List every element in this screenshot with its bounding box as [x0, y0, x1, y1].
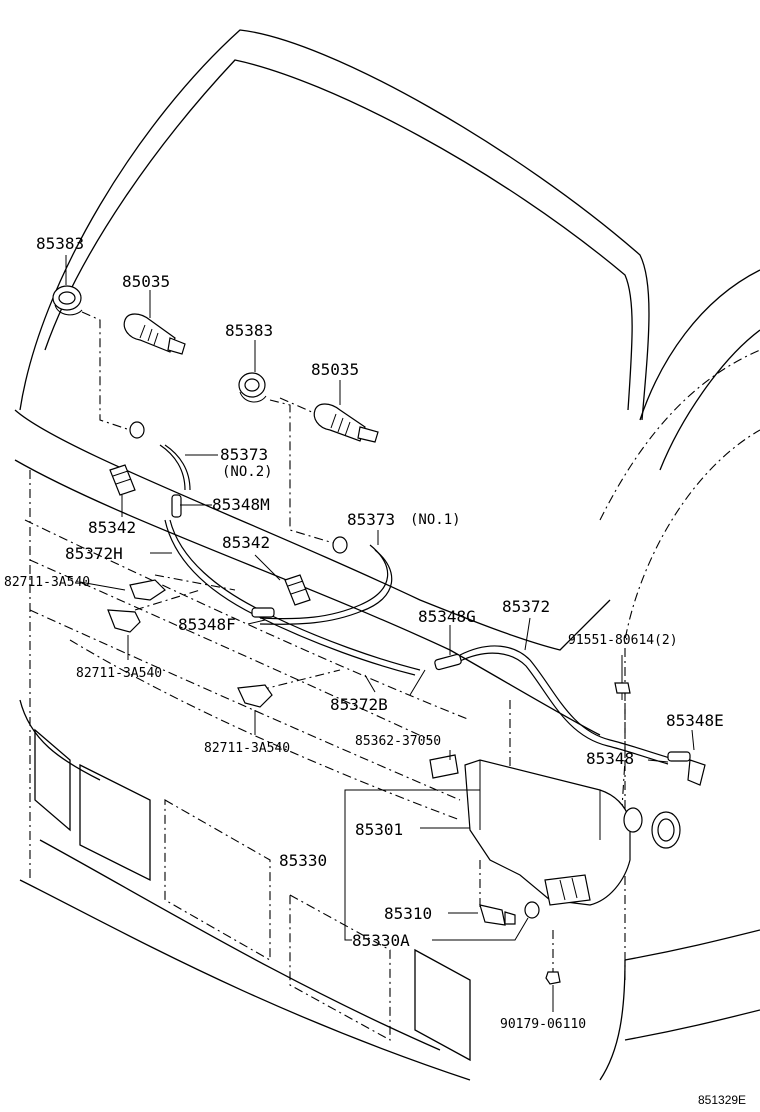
nozzle-85035-a-icon: [123, 313, 186, 355]
label-85362: 85362-37050: [355, 734, 441, 749]
vehicle-body-outline: [14, 29, 760, 1081]
joint-85348e-icon: [667, 751, 706, 786]
clip-82711-a-icon: [129, 579, 166, 601]
label-leader-lines: [65, 255, 695, 1012]
joint-85348f-icon: [251, 607, 275, 618]
hose-85373-no1-shape: [259, 544, 389, 620]
label-85383-a: 85383: [36, 234, 84, 253]
figure-reference: 851329E: [698, 1093, 746, 1107]
bolt-91551-icon: [614, 682, 631, 700]
clip-82711-b-icon: [107, 609, 141, 633]
clamp-85342-b-icon: [284, 574, 311, 606]
label-85035-a: 85035: [122, 272, 170, 291]
label-85348: 85348: [586, 749, 634, 768]
label-85342-a: 85342: [88, 518, 136, 537]
label-85362-icon: [429, 754, 459, 779]
motor-85330-icon: [479, 904, 516, 926]
label-85035-b: 85035: [311, 360, 359, 379]
nozzle-85035-b-icon: [313, 403, 379, 443]
grommet-85310-icon: [524, 901, 540, 919]
part-labels: 85383 85035 85383 85035 85373 (NO.2) 853…: [4, 234, 746, 1107]
label-85372b: 85372B: [330, 695, 388, 714]
hose-85373-no2-shape: [159, 444, 186, 491]
joint-85348m-icon: [171, 494, 182, 518]
label-85348m: 85348M: [212, 495, 270, 514]
joint-85348g-icon: [434, 653, 462, 671]
label-85372h: 85372H: [65, 544, 123, 563]
nut-85383-a-icon: [52, 285, 83, 316]
label-85373-no1: 85373: [347, 510, 395, 529]
nut-85383-b-icon: [238, 372, 267, 403]
nut-90179-icon: [545, 971, 561, 985]
clip-82711-c-icon: [237, 684, 273, 708]
label-91551: 91551-80614(2): [568, 633, 678, 648]
label-85330: 85330: [279, 851, 327, 870]
parts-drawings: [52, 285, 706, 985]
label-90179: 90179-06110: [500, 1017, 586, 1032]
washer-tank-85301-icon: [464, 759, 681, 906]
washer-hoses: [159, 444, 671, 765]
label-85348f: 85348F: [178, 615, 236, 634]
label-85348e: 85348E: [666, 711, 724, 730]
label-85310: 85310: [384, 904, 432, 923]
label-85373-no2-note: (NO.2): [222, 464, 273, 480]
label-82711-c: 82711-3A540: [204, 741, 290, 756]
hose-85372-shape: [459, 645, 671, 759]
label-85348g: 85348G: [418, 607, 476, 626]
clamp-85342-a-icon: [109, 464, 136, 496]
label-82711-a: 82711-3A540: [4, 575, 90, 590]
label-85330a: 85330A: [352, 931, 410, 950]
label-85342-b: 85342: [222, 533, 270, 552]
label-85373-no2: 85373: [220, 445, 268, 464]
label-85372: 85372: [502, 597, 550, 616]
label-85373-no1-note: (NO.1): [410, 512, 461, 528]
label-85301: 85301: [355, 820, 403, 839]
label-85383-b: 85383: [225, 321, 273, 340]
label-82711-b: 82711-3A540: [76, 666, 162, 681]
